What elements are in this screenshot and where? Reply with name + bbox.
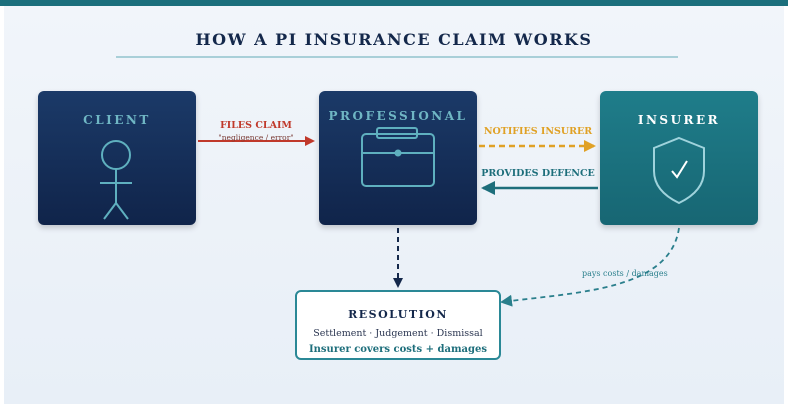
diagram-title: HOW A PI INSURANCE CLAIM WORKS [195, 30, 593, 49]
resolution-outcomes: Settlement · Judgement · Dismissal [313, 328, 483, 339]
client-label: CLIENT [83, 113, 151, 127]
insurer-label: INSURER [637, 113, 721, 127]
professional-label: PROFESSIONAL [328, 109, 468, 123]
resolution-node: RESOLUTION Settlement · Judgement · Dism… [295, 290, 501, 360]
briefcase-icon [361, 127, 435, 187]
client-node: CLIENT [38, 91, 196, 225]
title-divider [116, 56, 678, 58]
files-claim-note: "negligence / error" [218, 133, 294, 142]
resolution-title: RESOLUTION [348, 308, 448, 321]
insurer-node: INSURER [600, 91, 758, 225]
shield-check-icon [653, 136, 705, 205]
pays-costs-arrow [500, 227, 680, 307]
top-accent-band [0, 0, 788, 6]
pays-costs-label: pays costs / damages [582, 269, 668, 278]
person-icon [100, 140, 132, 220]
notifies-insurer-label: NOTIFIES INSURER [483, 126, 593, 137]
professional-node: PROFESSIONAL [319, 91, 477, 225]
files-claim-label: FILES CLAIM [220, 120, 292, 131]
provides-defence-label: PROVIDES DEFENCE [481, 168, 595, 179]
resolution-note: Insurer covers costs + damages [308, 344, 488, 355]
